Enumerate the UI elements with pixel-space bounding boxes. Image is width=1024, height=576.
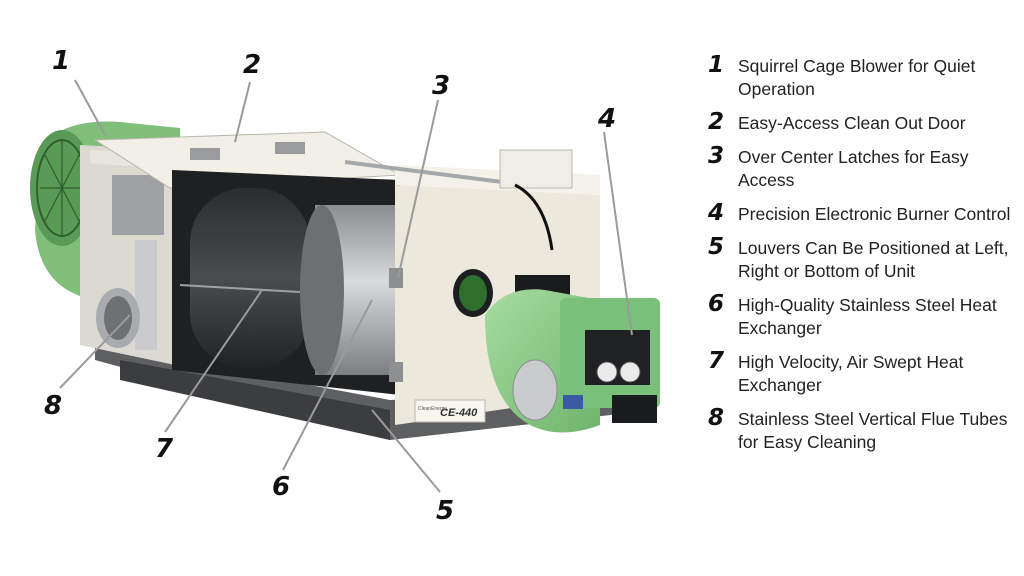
callout-leader-7 [164, 289, 263, 433]
legend-item-8: 8 Stainless Steel Vertical Flue Tubes for… [708, 405, 1018, 454]
legend-text: Precision Electronic Burner Control [738, 204, 1011, 224]
callout-number-1: 1 [52, 46, 71, 76]
legend-number: 4 [708, 200, 725, 226]
callout-leader-5 [371, 409, 441, 493]
legend-text: Easy-Access Clean Out Door [738, 113, 966, 133]
burner-assembly [485, 275, 660, 433]
legend-text: Squirrel Cage Blower for Quiet Operation [738, 56, 976, 99]
legend-text: High Velocity, Air Swept Heat Exchanger [738, 352, 964, 395]
callout-leader-4 [603, 131, 633, 336]
legend-number: 8 [708, 405, 725, 431]
feature-legend: 1 Squirrel Cage Blower for Quiet Operatio… [708, 52, 1018, 465]
legend-item-4: 4 Precision Electronic Burner Control [708, 200, 1018, 226]
callout-leader-1 [74, 79, 106, 136]
callout-number-5: 5 [436, 496, 455, 526]
callout-number-6: 6 [272, 472, 291, 502]
legend-number: 3 [708, 143, 725, 169]
legend-number: 1 [708, 52, 725, 78]
callout-leader-8 [59, 314, 131, 389]
callout-leader-3 [397, 99, 439, 279]
base-skid [95, 345, 655, 440]
brand-label-small: CleanEnergy [418, 406, 447, 412]
legend-text: Louvers Can Be Positioned at Left, Right… [738, 238, 1009, 281]
legend-item-6: 6 High-Quality Stainless Steel Heat Excha… [708, 291, 1018, 340]
legend-item-1: 1 Squirrel Cage Blower for Quiet Operatio… [708, 52, 1018, 101]
legend-item-5: 5 Louvers Can Be Positioned at Left, Righ… [708, 234, 1018, 283]
callout-leader-2 [234, 81, 251, 143]
legend-item-7: 7 High Velocity, Air Swept Heat Exchanger [708, 348, 1018, 397]
callout-number-8: 8 [44, 391, 63, 421]
legend-item-2: 2 Easy-Access Clean Out Door [708, 109, 1018, 135]
callout-number-3: 3 [432, 71, 451, 101]
callout-number-2: 2 [243, 50, 262, 80]
legend-text: Stainless Steel Vertical Flue Tubes for … [738, 409, 1008, 452]
legend-text: High-Quality Stainless Steel Heat Exchan… [738, 295, 997, 338]
callout-number-4: 4 [598, 104, 617, 134]
legend-number: 7 [708, 348, 725, 374]
control-box [344, 149, 573, 251]
legend-item-3: 3 Over Center Latches for Easy Access [708, 143, 1018, 192]
legend-text: Over Center Latches for Easy Access [738, 147, 969, 190]
callout-leader-6 [282, 299, 373, 471]
model-label: CE-440 [440, 407, 478, 419]
legend-number: 5 [708, 234, 725, 260]
callout-number-7: 7 [155, 434, 174, 464]
legend-number: 2 [708, 109, 725, 135]
legend-number: 6 [708, 291, 725, 317]
